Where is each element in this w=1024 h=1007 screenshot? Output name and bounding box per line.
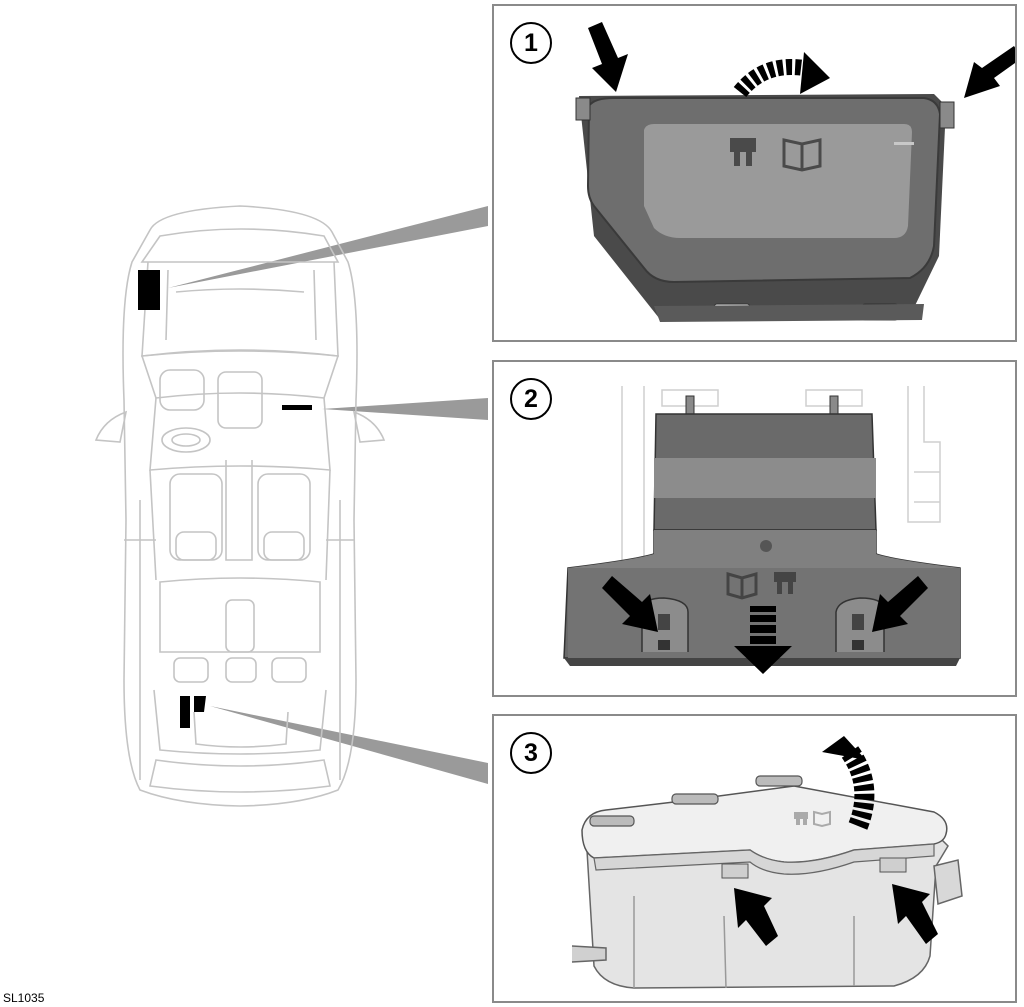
owners-handbook-icon <box>813 810 831 828</box>
push-arrow-left <box>602 576 658 632</box>
vehicle-outline <box>94 205 386 807</box>
engine-fuse-box-illustration <box>575 22 1015 322</box>
step-number-1: 1 <box>510 22 552 64</box>
fuse-icon <box>774 572 796 594</box>
fuse-icon <box>730 138 756 166</box>
fuse-icon <box>794 812 808 825</box>
panel-passenger-fuse-box: 2 <box>492 360 1017 697</box>
passenger-fuse-box-illustration <box>563 386 961 674</box>
push-arrow-right <box>872 576 928 632</box>
step-number-3: 3 <box>510 732 552 774</box>
lift-up-arrow <box>822 736 875 830</box>
push-arrow-right <box>964 46 1015 98</box>
lift-direction-arrow <box>733 52 830 98</box>
push-arrow-right <box>892 884 938 944</box>
owners-handbook-icon <box>782 138 822 172</box>
push-arrow-left <box>734 888 778 946</box>
panel-luggage-fuse-box: 3 <box>492 714 1017 1003</box>
leader-line-2 <box>322 398 488 420</box>
panel-engine-fuse-box: 1 <box>492 4 1017 342</box>
fuse-box-location-engine <box>138 270 160 310</box>
leader-line-3 <box>210 706 488 784</box>
pull-down-arrow <box>734 606 792 674</box>
luggage-fuse-box-illustration <box>571 736 963 989</box>
fuse-box-location-luggage <box>180 696 206 728</box>
reference-code: SL1035 <box>3 991 45 1005</box>
push-arrow-left <box>588 22 628 92</box>
leader-line-1 <box>168 206 488 288</box>
step-number-2: 2 <box>510 378 552 420</box>
fuse-box-location-passenger <box>282 405 312 410</box>
owners-handbook-icon <box>726 572 758 600</box>
